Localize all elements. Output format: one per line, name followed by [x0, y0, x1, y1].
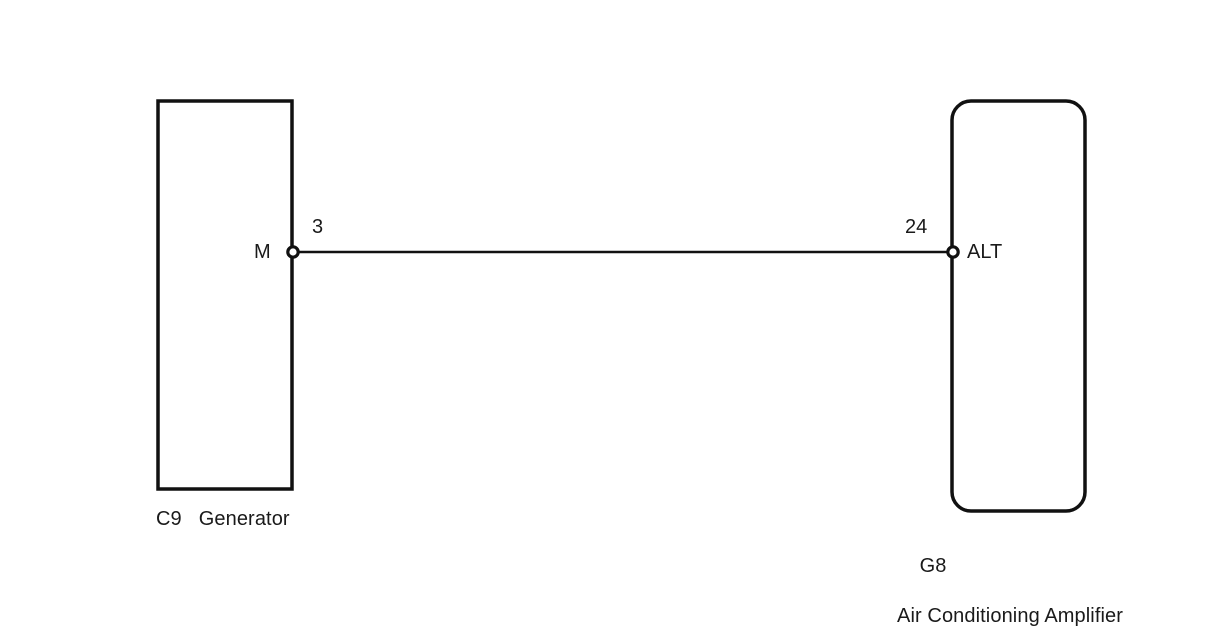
component-box-g8[interactable]: [950, 99, 1087, 513]
component-caption-g8: G8 Air Conditioning Amplifier: [897, 529, 1123, 644]
terminal-connector-c9-pin3[interactable]: [286, 245, 300, 259]
component-caption-g8-code: G8: [919, 555, 947, 577]
component-caption-g8-name: Air Conditioning Amplifier: [897, 605, 1124, 627]
component-box-c9[interactable]: [156, 99, 294, 491]
terminal-label-m: M: [254, 241, 271, 263]
pin-number-3: 3: [312, 216, 324, 238]
component-caption-c9: C9 Generator: [156, 508, 290, 530]
pin-number-24: 24: [905, 216, 928, 238]
terminal-label-alt: ALT: [967, 241, 1003, 263]
terminal-connector-g8-pin24[interactable]: [946, 245, 960, 259]
